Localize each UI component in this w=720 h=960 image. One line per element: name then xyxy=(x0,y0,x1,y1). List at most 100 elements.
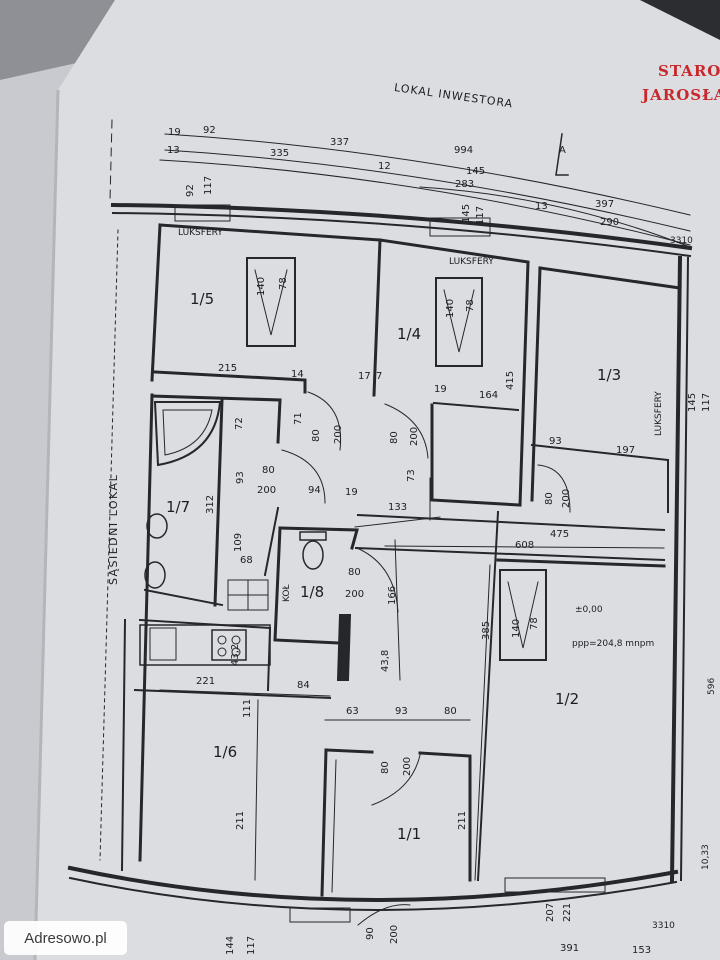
dimension: 200 xyxy=(402,756,413,776)
paper-sheet xyxy=(35,0,720,960)
glass-block-label-2: LUKSFERY xyxy=(449,257,494,267)
dimension: 93 xyxy=(549,436,562,447)
dimension: 13 xyxy=(167,145,180,156)
dimension: 43,8 xyxy=(380,649,391,672)
dimension: 211 xyxy=(235,810,246,830)
dimension: 3310 xyxy=(652,921,675,931)
dimension: 140 xyxy=(445,298,456,318)
dimension: 153 xyxy=(632,945,652,956)
dimension: 117 xyxy=(701,392,712,412)
dimension: 200 xyxy=(561,488,572,508)
room-label-1-3: 1/3 xyxy=(597,366,622,384)
dimension: 994 xyxy=(454,145,474,156)
dimension: 80 xyxy=(544,492,555,505)
dimension: 133 xyxy=(388,502,408,513)
dimension: 93 xyxy=(235,471,246,484)
dimension: 312 xyxy=(205,494,216,514)
dimension: 19 xyxy=(434,384,447,395)
dimension: 207 xyxy=(545,902,556,922)
dimension: 10,33 xyxy=(701,844,711,870)
dimension: 200 xyxy=(257,485,277,496)
dimension: 415 xyxy=(505,370,516,390)
dimension: 144 xyxy=(225,935,236,955)
dimension: 166 xyxy=(387,585,398,605)
dimension: 19 xyxy=(345,487,358,498)
glass-block-label-3: LUKSFERY xyxy=(654,391,664,436)
dimension: 72 xyxy=(234,417,245,430)
dimension: 164 xyxy=(479,390,499,401)
wc-label: KOŁ xyxy=(282,584,292,602)
side-label: SĄSIEDNI LOKAL xyxy=(107,473,120,585)
dimension: 73 xyxy=(406,469,417,482)
dimension: 94 xyxy=(308,485,321,496)
dimension: 92 xyxy=(203,125,216,136)
dimension: 3310 xyxy=(670,236,693,246)
room-label-1-1: 1/1 xyxy=(397,825,422,843)
dimension: 200 xyxy=(345,589,365,600)
dimension: 12 xyxy=(378,161,391,172)
room-label-1-8: 1/8 xyxy=(300,583,325,601)
dimension: 78 xyxy=(529,617,540,630)
dimension: 608 xyxy=(515,540,535,551)
room-label-1-4: 1/4 xyxy=(397,325,422,343)
dimension: 63 xyxy=(346,706,359,717)
dimension: 200 xyxy=(409,426,420,446)
dimension: 290 xyxy=(600,217,620,228)
dimension: 92 xyxy=(185,184,196,197)
dimension: 80 xyxy=(311,429,322,442)
dimension: 111 xyxy=(242,698,253,718)
watermark-logo: Adresowo.pl xyxy=(4,921,127,955)
dimension: 200 xyxy=(333,424,344,444)
stamp-line-2: JAROSŁA xyxy=(642,86,720,104)
dimension: 197 xyxy=(616,445,636,456)
dimension: 397 xyxy=(595,199,615,210)
dimension: 211 xyxy=(457,810,468,830)
area-note: ppp=204,8 mnpm xyxy=(572,639,655,649)
dimension: 221 xyxy=(562,902,573,922)
dimension: 200 xyxy=(389,924,400,944)
level-mark: ±0,00 xyxy=(575,605,603,615)
dimension: 391 xyxy=(560,943,580,954)
room-label-1-2: 1/2 xyxy=(555,690,580,708)
dimension: 140 xyxy=(511,618,522,638)
dimension: 596 xyxy=(707,677,717,695)
dimension: 14 xyxy=(291,369,304,380)
dimension: 117 xyxy=(203,175,214,195)
room-label-1-5: 1/5 xyxy=(190,290,215,308)
dimension: 78 xyxy=(465,299,476,312)
dimension: 84 xyxy=(297,680,310,691)
room-label-1-7: 1/7 xyxy=(166,498,191,516)
dimension: 145 xyxy=(461,203,472,223)
room-label-1-6: 1/6 xyxy=(213,743,238,761)
dimension: 80 xyxy=(262,465,275,476)
dimension: 80 xyxy=(348,567,361,578)
dimension: 221 xyxy=(196,676,216,687)
dimension: 93 xyxy=(395,706,408,717)
glass-block-label-1: LUKSFERY xyxy=(178,228,223,238)
stamp-line-1: STARO xyxy=(658,62,720,80)
dimension: 335 xyxy=(270,148,290,159)
dimension: 475 xyxy=(550,529,570,540)
dimension: 78 xyxy=(278,277,289,290)
dimension: 43,2 xyxy=(230,643,241,666)
dimension: 90 xyxy=(365,927,376,940)
dimension: 7 xyxy=(376,371,383,382)
dimension: 68 xyxy=(240,555,253,566)
dimension: 109 xyxy=(233,532,244,552)
dimension: 337 xyxy=(330,137,350,148)
dimension: 13 xyxy=(535,201,548,212)
dimension: 215 xyxy=(218,363,238,374)
dimension: 80 xyxy=(444,706,457,717)
dimension: 19 xyxy=(168,127,181,138)
dimension: 385 xyxy=(481,620,492,640)
dimension: 117 xyxy=(475,205,486,225)
dimension: 80 xyxy=(380,761,391,774)
dimension: 140 xyxy=(256,276,267,296)
dimension: 145 xyxy=(687,392,698,412)
dimension: 145 xyxy=(466,166,486,177)
dimension: 71 xyxy=(293,412,304,425)
dimension: 117 xyxy=(246,935,257,955)
dimension: 17 xyxy=(358,371,371,382)
dimension: 283 xyxy=(455,179,475,190)
